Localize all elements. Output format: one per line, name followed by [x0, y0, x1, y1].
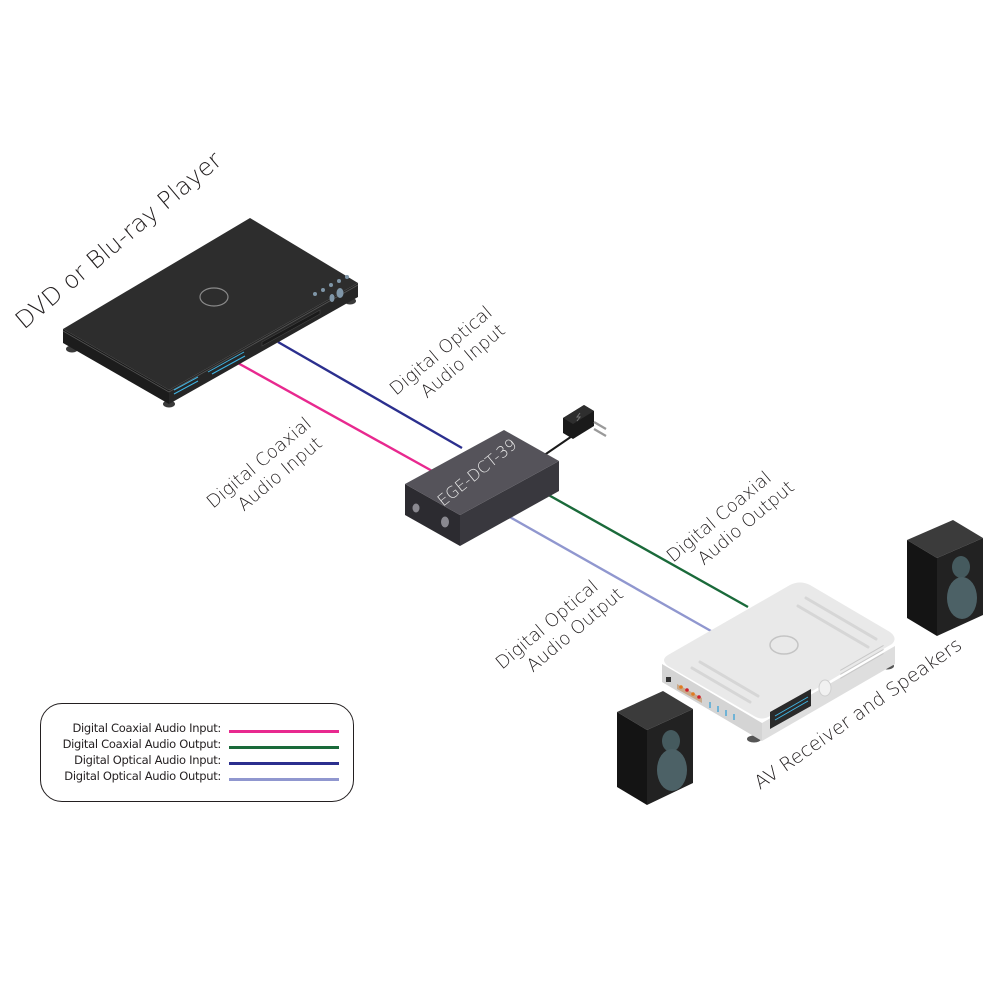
player-front-left: [63, 329, 169, 404]
legend-item: Digital Coaxial Audio Output:: [41, 737, 351, 753]
converter-port: [412, 503, 420, 513]
cable-coaxial-output: [544, 491, 749, 609]
receiver-display: [770, 689, 811, 729]
converter-top: [405, 430, 559, 515]
legend-item: Digital Optical Audio Input:: [41, 753, 351, 769]
speaker-right: [907, 520, 983, 636]
legend-swatch: [229, 762, 339, 765]
speaker-tweeter: [662, 730, 680, 752]
converter-front: [405, 484, 460, 546]
legend-swatch: [229, 778, 339, 781]
legend-swatch: [229, 746, 339, 749]
converter-box: EGE-DCT-39: [405, 430, 559, 546]
legend-label: Digital Optical Audio Input:: [74, 753, 221, 767]
receiver-grooves: [690, 596, 878, 704]
player-top: [63, 218, 358, 390]
av-receiver: [662, 582, 895, 743]
legend: Digital Coaxial Audio Input: Digital Coa…: [40, 703, 354, 802]
speaker-woofer: [947, 577, 977, 619]
label-optical-input: Digital Optical Audio Input: [386, 302, 510, 402]
label-coaxial-output: Digital Coaxial Audio Output: [663, 467, 799, 569]
display-strips: [173, 351, 246, 395]
speaker-woofer: [657, 749, 687, 791]
cable-optical-input: [277, 340, 463, 450]
player-edge: [168, 284, 359, 393]
legend-item: Digital Coaxial Audio Input:: [41, 721, 351, 737]
receiver-optical-port: [666, 677, 671, 682]
legend-swatch: [229, 730, 339, 733]
dvd-player: [62, 218, 359, 408]
lightning-icon: [576, 412, 581, 422]
receiver-front-left: [662, 664, 762, 741]
power-adapter: [563, 405, 607, 439]
cable-optical-output: [507, 514, 712, 633]
speaker-left: [617, 691, 693, 805]
receiver-vents: [839, 644, 884, 679]
cable-coaxial-input: [235, 360, 435, 474]
label-optical-output: Digital Optical Audio Output: [492, 576, 628, 676]
disc-slot: [261, 309, 321, 347]
legend-label: Digital Optical Audio Output:: [64, 769, 221, 783]
converter-side: [460, 461, 559, 546]
legend-label: Digital Coaxial Audio Input:: [72, 721, 221, 735]
speaker-tweeter: [952, 556, 970, 578]
player-buttons: [313, 275, 349, 302]
receiver-rca-panel: [677, 684, 702, 703]
receiver-volume-knob: [818, 679, 832, 697]
legend-item: Digital Optical Audio Output:: [41, 769, 351, 785]
legend-label: Digital Coaxial Audio Output:: [62, 737, 222, 751]
label-coaxial-input: Digital Coaxial Audio Input: [203, 413, 327, 515]
receiver-logo-icon: [769, 635, 799, 655]
converter-port: [441, 516, 449, 528]
receiver-indicators: [709, 702, 735, 720]
disc-logo-icon: [199, 287, 229, 307]
player-edge: [62, 330, 170, 393]
